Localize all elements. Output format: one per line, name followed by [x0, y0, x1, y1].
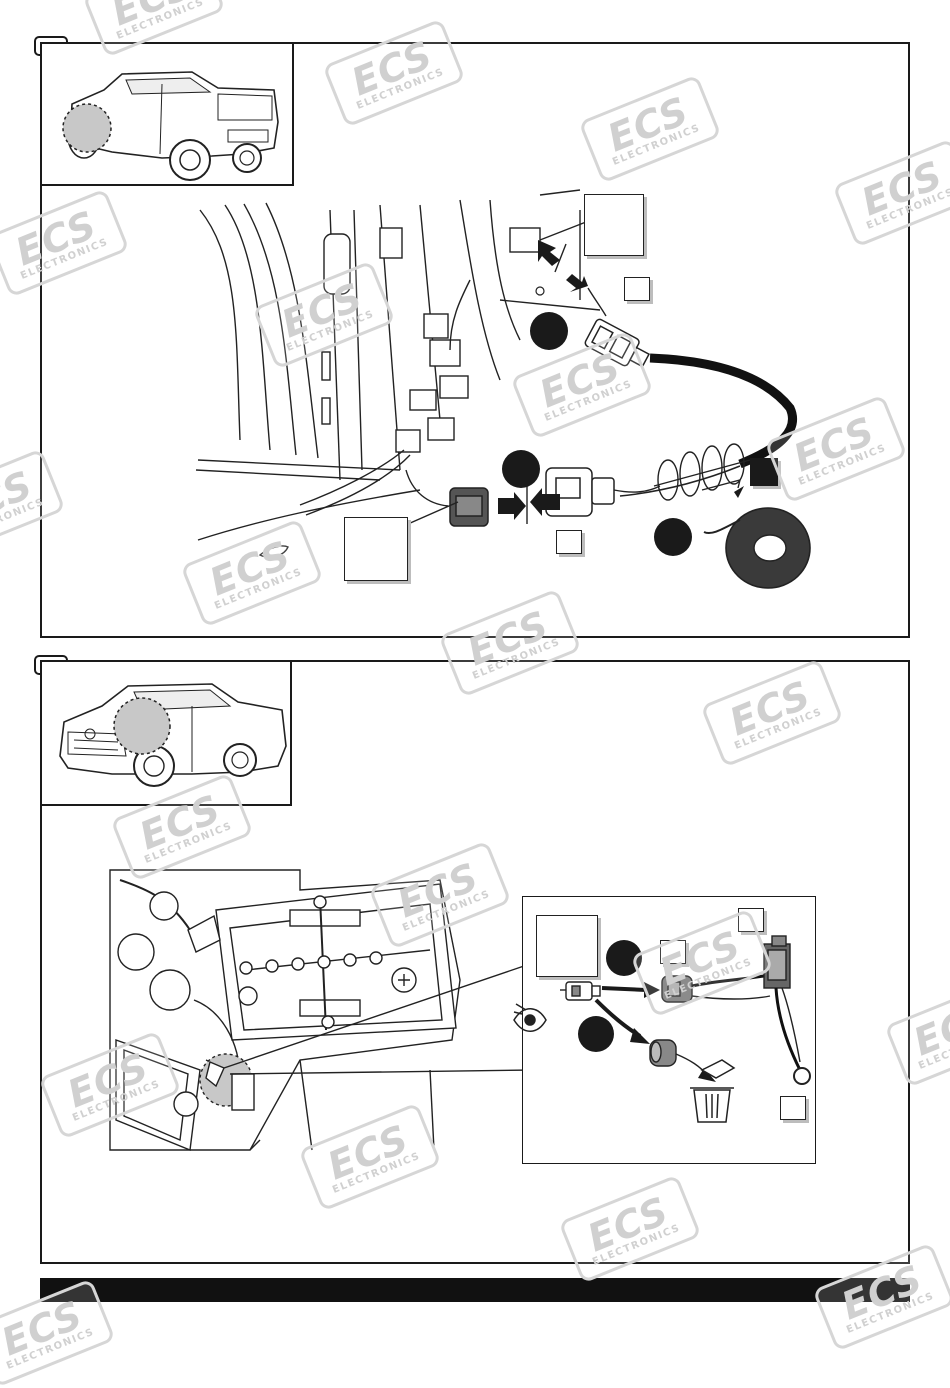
callout-box-small-3 — [738, 908, 764, 932]
vehicle-rear-inset — [40, 42, 294, 186]
connector-detail-illustration — [513, 935, 811, 1123]
step-marker-dot-2 — [502, 450, 540, 488]
step2-engine-bay-illustration — [109, 869, 535, 1151]
pickup-front-view-illustration — [59, 683, 287, 787]
callout-box-small-4 — [660, 940, 686, 964]
relay-block — [763, 935, 791, 989]
vehicle-connector-small — [560, 981, 601, 1001]
dust-cap — [649, 1039, 677, 1067]
step-marker-dot-5 — [578, 1016, 614, 1052]
callout-box-small-2 — [556, 530, 582, 554]
callout-box-vehicle-connector-top — [584, 194, 644, 256]
harness-connector-lower — [545, 467, 615, 517]
step1-wiring-illustration — [195, 189, 811, 589]
pickup-rear-view-illustration — [62, 71, 279, 181]
callout-box-black — [750, 458, 778, 486]
step-marker-dot-1 — [530, 312, 568, 350]
ring-terminal — [793, 1067, 811, 1085]
step-marker-dot-4 — [606, 940, 642, 976]
harness-connector — [661, 975, 693, 1003]
highlight-circle-front — [113, 697, 171, 755]
footer-bar — [40, 1278, 910, 1302]
vehicle-front-inset — [40, 660, 292, 806]
highlight-circle — [62, 103, 112, 153]
vehicle-connector-lower — [449, 487, 489, 527]
callout-box-small-5 — [780, 1096, 806, 1120]
callout-box-small-1 — [624, 277, 650, 301]
eye-icon — [513, 1003, 547, 1032]
step-marker-dot-3 — [654, 518, 692, 556]
trash-bin-icon — [690, 1059, 736, 1123]
callout-box-vehicle-connector-bottom — [344, 517, 408, 581]
callout-box-vehicle-side — [536, 915, 598, 977]
